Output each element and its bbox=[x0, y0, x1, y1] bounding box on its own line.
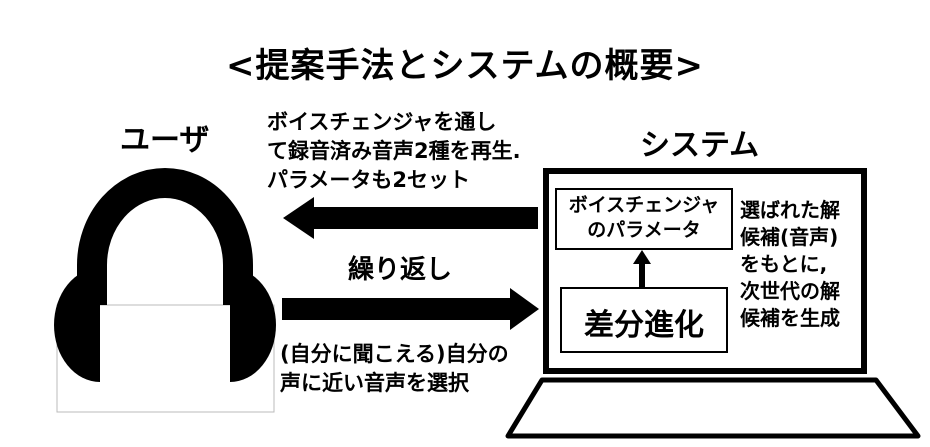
right-earcup bbox=[230, 268, 276, 382]
arrow-up-head bbox=[633, 250, 651, 264]
arrow-left-head bbox=[283, 197, 314, 239]
system-label: システム bbox=[640, 128, 760, 163]
next-gen-line-5: 候補を生成 bbox=[740, 306, 840, 330]
playback-line-1: ボイスチェンジャを通し bbox=[267, 110, 497, 134]
de-box bbox=[560, 287, 728, 353]
arrow-right-shaft bbox=[282, 298, 512, 320]
next-gen-line-1: 選ばれた解 bbox=[740, 198, 840, 222]
params-box-label: ボイスチェンジャ のパラメータ bbox=[556, 193, 732, 243]
arrow-up-shaft bbox=[639, 261, 645, 288]
arrow-left-shaft bbox=[312, 207, 538, 229]
next-gen-line-2: 候補(音声) bbox=[740, 225, 839, 249]
selection-description: (自分に聞こえる)自分の 声に近い音声を選択 bbox=[280, 340, 509, 398]
params-line-1: ボイスチェンジャ bbox=[568, 194, 720, 216]
playback-line-3: パラメータも2セット bbox=[267, 168, 470, 192]
params-box bbox=[555, 188, 733, 250]
arrow-right-head bbox=[510, 288, 539, 330]
headphones-frame bbox=[56, 304, 275, 413]
left-earcup bbox=[54, 268, 100, 382]
headphones-icon bbox=[54, 168, 276, 413]
arrow-left-icon bbox=[283, 197, 538, 239]
selection-line-2: 声に近い音声を選択 bbox=[280, 371, 469, 395]
next-gen-line-4: 次世代の解 bbox=[740, 279, 840, 303]
selection-line-1: (自分に聞こえる)自分の bbox=[280, 342, 509, 366]
arrow-up-icon bbox=[633, 250, 651, 288]
playback-line-2: て録音済み音声2種を再生. bbox=[267, 139, 521, 163]
diagram-title: <提案手法とシステムの概要> bbox=[226, 46, 704, 86]
next-gen-description: 選ばれた解 候補(音声) をもとに, 次世代の解 候補を生成 bbox=[740, 197, 840, 332]
de-box-label: 差分進化 bbox=[584, 308, 704, 343]
loop-label: 繰り返し bbox=[348, 255, 453, 285]
user-label: ユーザ bbox=[120, 123, 210, 158]
next-gen-line-3: をもとに, bbox=[740, 252, 828, 276]
arrow-right-icon bbox=[282, 288, 539, 330]
laptop-icon bbox=[505, 168, 921, 439]
params-line-2: のパラメータ bbox=[587, 219, 701, 241]
playback-description: ボイスチェンジャを通し て録音済み音声2種を再生. パラメータも2セット bbox=[267, 108, 521, 195]
laptop-base bbox=[505, 377, 921, 439]
headband bbox=[77, 168, 253, 305]
